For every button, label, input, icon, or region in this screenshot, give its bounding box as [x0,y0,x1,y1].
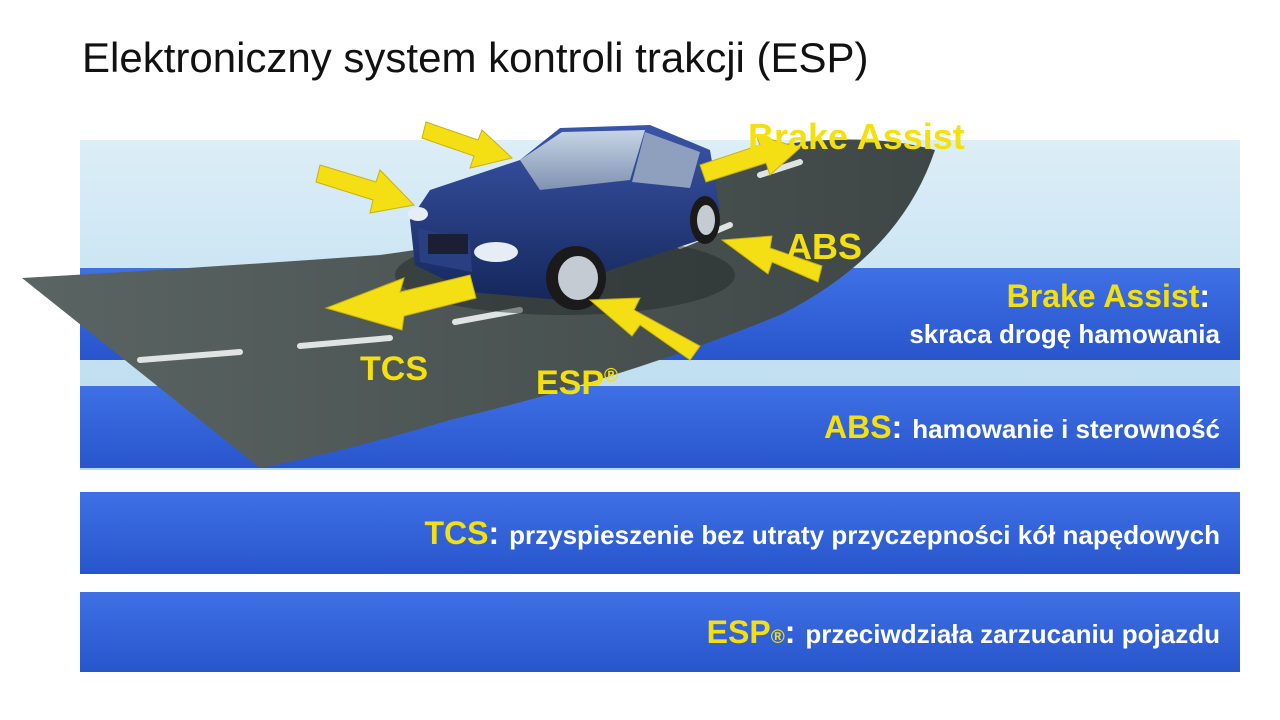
page-title: Elektroniczny system kontroli trakcji (E… [82,34,869,81]
row-colon: : [488,514,500,551]
arrow-icon [699,134,801,183]
band-tcs [80,492,1240,574]
registered-mark: ® [604,365,619,387]
row-abs: ABS: hamowanie i sterowność [80,386,1240,468]
label-brake-assist: Brake Assist [748,116,965,157]
row-term: ESP [706,613,771,650]
row-colon: : [784,613,796,650]
row-term: TCS [424,514,489,551]
row-term: ABS [824,408,892,445]
row-esp: ESP®: przeciwdziała zarzucaniu pojazdu [706,613,1220,650]
arrow-icon [720,235,823,283]
arrow-icon [324,274,477,331]
row-description: hamowanie i sterowność [912,413,1220,444]
label-tcs: TCS [360,350,428,388]
band-esp [80,592,1240,672]
row-colon: : [1199,278,1210,314]
arrow-icon [315,164,416,214]
label-esp: ESP® [536,364,618,403]
row-colon: : [891,408,903,445]
row-brake-assist: Brake Assist: skraca drogę hamowania [80,268,1240,360]
row-term: Brake Assist [1006,278,1200,314]
row-description: przyspieszenie bez utraty przyczepności … [509,519,1220,550]
row-tcs: TCS: przyspieszenie bez utraty przyczepn… [80,492,1240,574]
arrows [315,121,823,361]
label-esp-text: ESP [536,364,605,402]
arrow-icon [421,121,514,169]
arrow-icon [588,297,701,361]
row-description: przeciwdziała zarzucaniu pojazdu [805,618,1220,649]
car [395,125,735,315]
label-abs: ABS [786,226,863,267]
row-description: skraca drogę hamowania [909,319,1220,349]
